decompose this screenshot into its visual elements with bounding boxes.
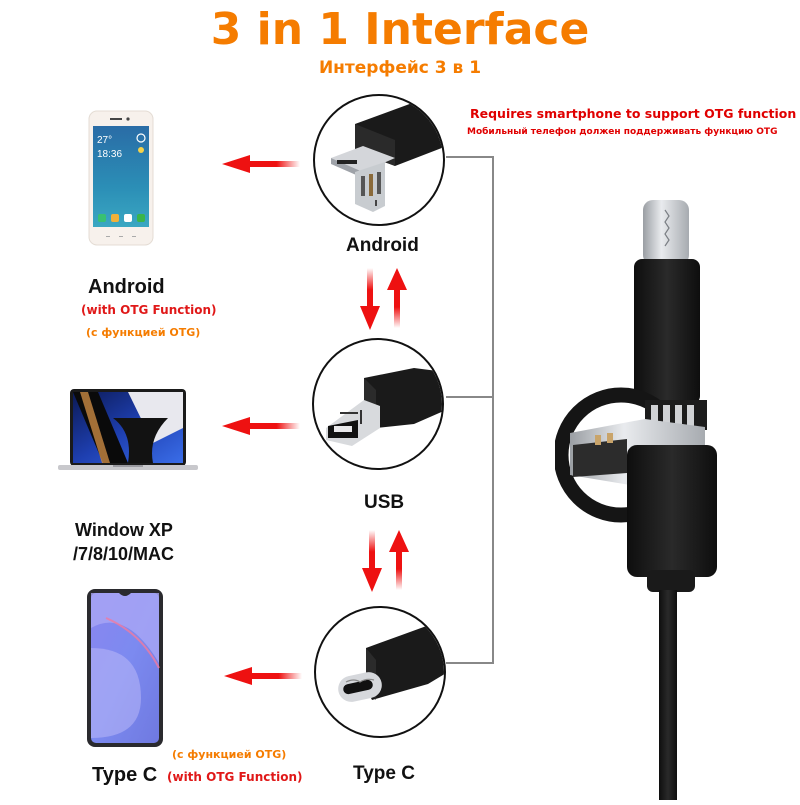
phone-time: 18:36 xyxy=(97,149,122,160)
usb-a-connector-icon xyxy=(326,368,442,446)
connector-label-android: Android xyxy=(346,235,419,256)
device-otg-en-android: (with OTG Function) xyxy=(81,303,217,317)
connector-circle-typec xyxy=(314,606,446,738)
otg-requirement-note-ru: Мобильный телефон должен поддерживать фу… xyxy=(467,127,778,137)
arrow-left-icon xyxy=(222,155,300,173)
connector-bracket-middle xyxy=(446,396,494,398)
android-phone-icon: 27° 18:36 xyxy=(88,110,154,246)
device-otg-en-typec: (with OTG Function) xyxy=(167,770,303,784)
3-in-1-cable-icon xyxy=(553,195,735,800)
device-label-windows-line1: Window XP xyxy=(75,520,173,540)
micro-usb-connector-icon xyxy=(331,102,443,212)
otg-requirement-note-en: Requires smartphone to support OTG funct… xyxy=(470,106,797,121)
page-subtitle: Интерфейс 3 в 1 xyxy=(318,58,482,78)
bidirectional-arrow-icon xyxy=(360,268,407,330)
phone-temp: 27° xyxy=(97,135,112,146)
connector-circle-android xyxy=(313,94,445,226)
connector-bracket xyxy=(446,156,494,664)
laptop-icon xyxy=(58,388,198,474)
device-label-typec: Type C xyxy=(92,764,158,786)
connector-circle-usb xyxy=(312,338,444,470)
typec-phone-icon xyxy=(86,588,164,748)
arrow-left-icon xyxy=(222,417,300,435)
usb-c-connector-icon xyxy=(338,624,444,702)
device-otg-ru-typec: (с функцией OTG) xyxy=(172,748,287,761)
connector-label-typec: Type C xyxy=(353,763,415,784)
device-label-android: Android xyxy=(88,276,165,298)
bidirectional-arrow-icon xyxy=(362,530,409,592)
device-otg-ru-android: (с функцией OTG) xyxy=(86,326,201,339)
connector-label-usb: USB xyxy=(364,492,405,513)
page-title: 3 in 1 Interface xyxy=(210,4,590,55)
device-label-windows-line2: /7/8/10/MAC xyxy=(73,544,175,564)
arrow-left-icon xyxy=(224,667,302,685)
